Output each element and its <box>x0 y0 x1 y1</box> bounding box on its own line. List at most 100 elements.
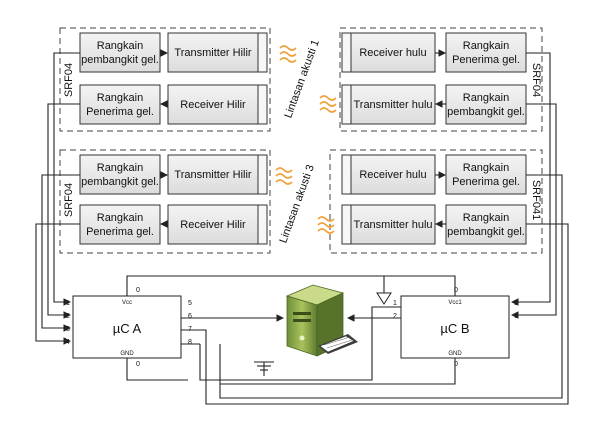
gnd-rail-b <box>220 358 456 385</box>
transducer-plate <box>341 84 352 125</box>
mcu-a-bottom-pin: 0 <box>136 361 140 368</box>
generator-label-line2: pembangkit gel. <box>447 226 525 238</box>
wire-srf-l1-gen <box>53 52 80 306</box>
receiver-circuit-line1: Rangkain <box>463 162 509 174</box>
mcu-b-pin-5: 5 <box>514 300 518 307</box>
transducer-plate <box>257 204 268 245</box>
generator-block <box>445 204 527 245</box>
transducer-plate <box>341 204 352 245</box>
mcu-b-body <box>400 295 510 359</box>
srf04-label: SRF04 <box>530 63 542 97</box>
mcu-b-bottom-pin: 0 <box>454 361 458 368</box>
mcu-a-pin-3: 3 <box>66 326 70 333</box>
mcu-a-gnd: GND <box>120 351 134 357</box>
receiver-block <box>350 32 436 73</box>
wiring <box>35 52 569 405</box>
sound-wave-icon <box>319 95 337 113</box>
transducer-plate <box>257 84 268 125</box>
transducer-plate <box>257 32 268 73</box>
microcontroller-b: µC B Vcc1 GND 0 0 1 2 5 6 <box>393 287 518 368</box>
wire-srf-l1-recv <box>47 103 80 319</box>
transmitter-block <box>167 154 259 195</box>
receiver-circuit-line2: Penerima gel. <box>86 226 154 238</box>
mcu-a-top-pin: 0 <box>136 287 140 294</box>
receiver-block <box>167 204 259 245</box>
vcc-rail <box>126 275 456 296</box>
sensor-enclosure <box>329 149 543 254</box>
generator-block <box>79 32 161 73</box>
wire-mcu-a-to-b <box>199 306 401 381</box>
mcu-a-vcc: Vcc <box>122 300 132 306</box>
mcu-a-pin-6: 6 <box>188 313 192 320</box>
transducer-plate <box>341 32 352 73</box>
sensor-enclosure <box>339 27 543 132</box>
mcu-a-body <box>72 295 182 359</box>
mcu-b-top-pin: 0 <box>454 287 458 294</box>
wire-srf-r2-recv <box>181 223 569 405</box>
mcu-b-name: µC B <box>440 321 469 336</box>
generator-label-line2: pembangkit gel. <box>81 54 159 66</box>
wire-srf-r1-gen <box>510 52 551 306</box>
mcu-a-pin-4: 4 <box>66 339 70 346</box>
computer-server-icon <box>285 284 358 357</box>
vcc-triangle-icon <box>376 292 392 305</box>
generator-label-line2: pembangkit gel. <box>447 106 525 118</box>
wire-srf-l2-recv <box>35 223 80 345</box>
mcu-b-pin-2: 2 <box>393 313 397 320</box>
mcu-a-pin-8: 8 <box>188 339 192 346</box>
sensor-enclosure <box>59 27 271 132</box>
receiver-block <box>167 84 259 125</box>
generator-label-line1: Rangkain <box>97 162 143 174</box>
receiver-label: Receiver hulu <box>359 169 426 181</box>
acoustic-path-label: Lintasan akusti 1 <box>282 38 322 120</box>
receiver-circuit-line2: Penerima gel. <box>452 54 520 66</box>
mcu-a-name: µC A <box>113 321 142 336</box>
receiver-block <box>350 154 436 195</box>
receiver-circuit-block <box>445 32 527 73</box>
generator-block <box>445 84 527 125</box>
transducer-plate <box>257 154 268 195</box>
generator-block <box>79 154 161 195</box>
sensor-group-right-2: Receiver hulu Rangkain Penerima gel. Tra… <box>329 149 543 254</box>
receiver-label: Receiver Hilir <box>180 219 246 231</box>
receiver-circuit-line2: Penerima gel. <box>452 176 520 188</box>
sound-wave-icon <box>275 167 293 185</box>
transmitter-label: Transmitter hulu <box>353 219 432 231</box>
sensor-group-right-1: Receiver hulu Rangkain Penerima gel. Tra… <box>339 27 543 132</box>
mcu-b-vcc: Vcc1 <box>448 300 462 306</box>
sensor-enclosure <box>59 149 271 254</box>
mcu-a-pin-1: 1 <box>66 300 70 307</box>
srf04-label: SRF04 <box>63 63 75 97</box>
receiver-circuit-block <box>79 204 161 245</box>
receiver-label: Receiver Hilir <box>180 99 246 111</box>
receiver-label: Receiver hulu <box>359 47 426 59</box>
microcontroller-a: µC A Vcc GND 0 0 1 2 3 4 5 6 7 8 <box>66 287 192 368</box>
transducer-plate <box>341 154 352 195</box>
mcu-b-gnd: GND <box>448 351 462 357</box>
mcu-a-pin-2: 2 <box>66 313 70 320</box>
wire-srf-r2-gen <box>219 174 563 399</box>
sound-wave-icon <box>279 45 297 63</box>
sound-wave-icon <box>317 216 335 234</box>
mcu-a-pin-5: 5 <box>188 300 192 307</box>
generator-label-line1: Rangkain <box>97 40 143 52</box>
transmitter-label: Transmitter Hilir <box>174 47 252 59</box>
sensor-group-left-2: Rangkain pembangkit gel. Transmitter Hil… <box>59 149 271 254</box>
generator-label-line2: pembangkit gel. <box>81 176 159 188</box>
wire-srf-l2-gen <box>41 174 80 332</box>
sensor-group-left-1: Rangkain pembangkit gel. Transmitter Hil… <box>59 27 271 132</box>
mcu-b-pin-6: 6 <box>514 313 518 320</box>
mcu-b-pin-1: 1 <box>393 300 397 307</box>
generator-label-line1: Rangkain <box>463 92 509 104</box>
receiver-circuit-line1: Rangkain <box>97 92 143 104</box>
receiver-circuit-line1: Rangkain <box>97 212 143 224</box>
receiver-circuit-block <box>79 84 161 125</box>
srf04-label: SRF041 <box>530 180 542 220</box>
srf04-label: SRF04 <box>63 183 75 217</box>
transmitter-label: Transmitter hulu <box>353 99 432 111</box>
gnd-rail <box>126 358 188 381</box>
receiver-circuit-block <box>445 154 527 195</box>
receiver-circuit-line1: Rangkain <box>463 40 509 52</box>
wire-srf-r1-recv <box>510 103 557 319</box>
generator-label-line1: Rangkain <box>463 212 509 224</box>
